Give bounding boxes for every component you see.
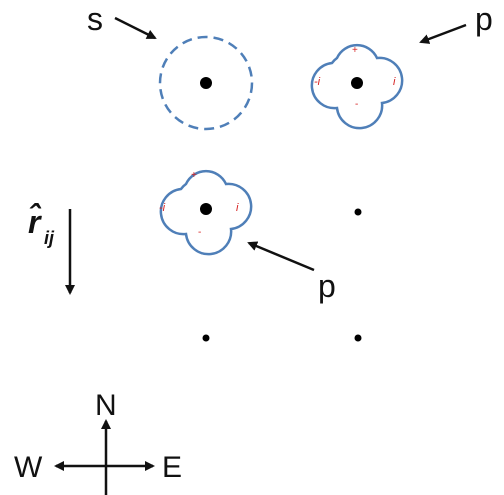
unit-vector-subscript: ij (44, 228, 55, 248)
lattice-site-dot (354, 334, 362, 342)
sign-minus-i-left: -i (314, 76, 321, 88)
p-label-top-arrow (419, 23, 467, 44)
p-orbital-site-top: + - -i i (310, 43, 404, 130)
s-label-arrow (114, 16, 157, 40)
unit-vector-rij: r̂ ij (28, 203, 75, 295)
compass-east-label: E (162, 451, 182, 484)
p-orbital-label-bottom: p (318, 268, 336, 304)
p-orbital-site-bottom: + - -i i (159, 169, 253, 256)
p-label-bottom-arrow (247, 241, 315, 272)
lattice-site-dot (354, 208, 362, 216)
lattice-site-dot (200, 203, 212, 215)
sign-i-right: i (236, 202, 239, 214)
s-orbital-label: s (87, 1, 103, 37)
lattice-site-dot (200, 77, 212, 89)
sign-minus-i-left: -i (159, 202, 166, 214)
s-orbital-dashed-shell (158, 35, 254, 131)
sign-plus-top: + (352, 45, 358, 56)
sign-i-right: i (393, 76, 396, 88)
lattice-site-dot (202, 334, 210, 342)
compass-rose: N W E (14, 389, 182, 495)
compass-north-label: N (95, 389, 117, 422)
lattice-site-dot (351, 77, 363, 89)
p-orbital-clover-shape (310, 43, 404, 130)
compass-west-label: W (14, 451, 43, 484)
p-orbital-label-top: p (475, 1, 493, 37)
sign-minus-bottom: - (355, 99, 358, 110)
s-orbital-site (158, 35, 254, 131)
unit-vector-r-label: r̂ (28, 203, 42, 240)
sign-plus-top: + (191, 170, 197, 181)
sign-minus-bottom: - (198, 227, 201, 238)
p-orbital-clover-shape (159, 169, 253, 256)
